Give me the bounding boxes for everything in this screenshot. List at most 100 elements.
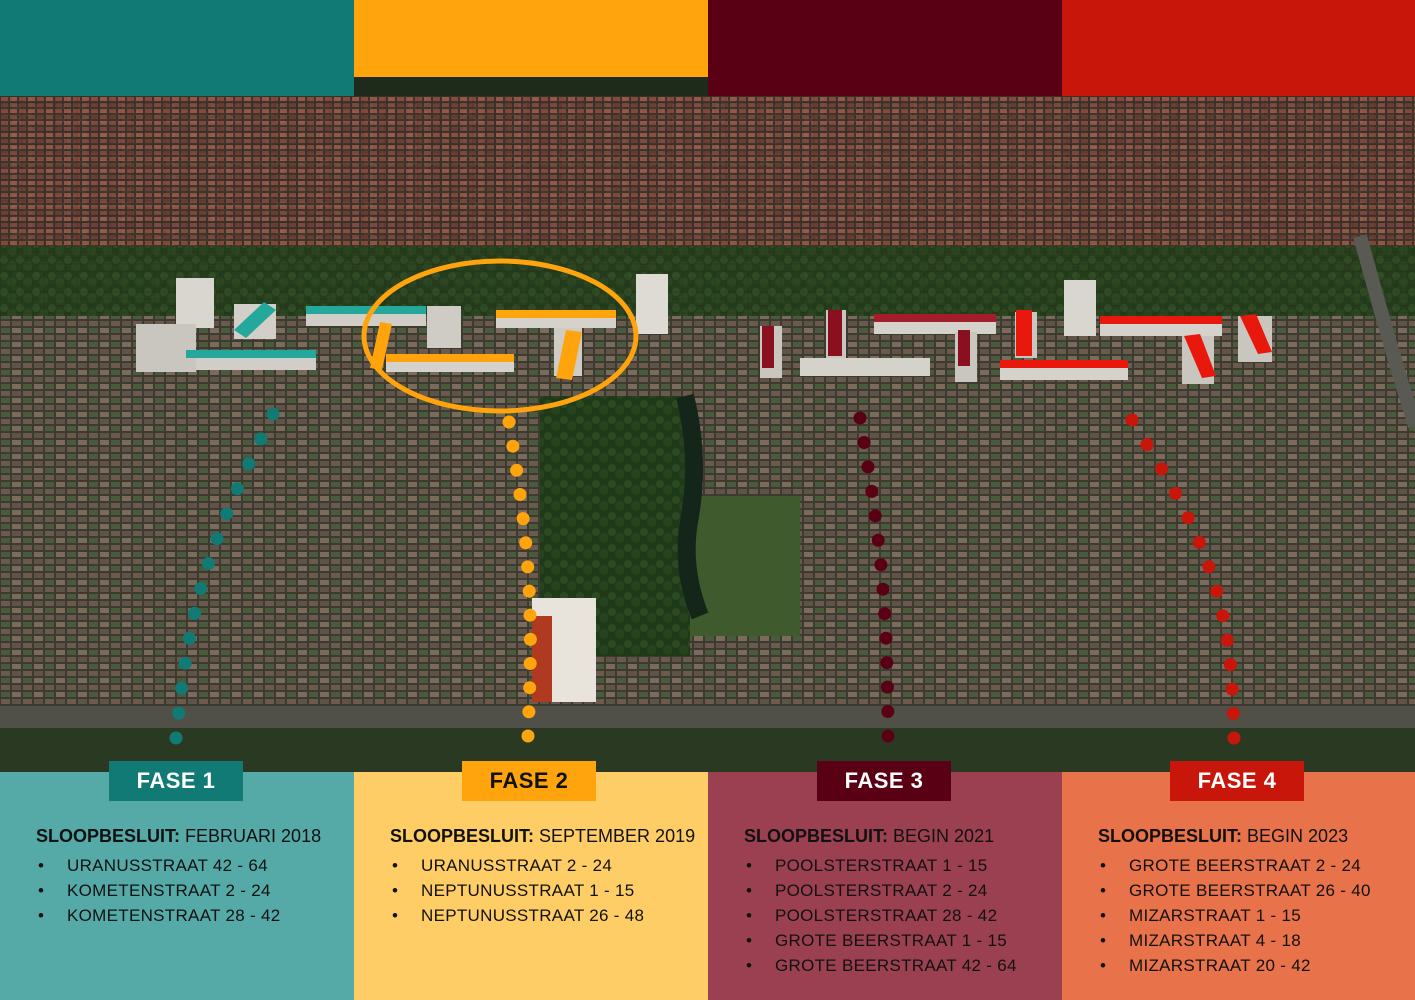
- fase-3-dot: [857, 436, 871, 449]
- aerial-map-svg: [0, 96, 1415, 772]
- fase-1-dot: [254, 432, 268, 446]
- fase-3-dot: [880, 680, 894, 694]
- fase-3-dot: [876, 582, 890, 596]
- list-item: GROTE BEERSTRAAT 1 - 15: [744, 928, 1062, 953]
- fase-2-dot: [513, 488, 527, 501]
- fase-3-dot: [878, 607, 892, 621]
- list-item: MIZARSTRAAT 4 - 18: [1098, 928, 1415, 953]
- fase-4-dot: [1140, 438, 1154, 451]
- fase-4-roof: [1000, 360, 1128, 368]
- fase-1-dot: [169, 731, 183, 745]
- fase-4-dot: [1125, 413, 1139, 427]
- fase-1-dot: [210, 532, 224, 546]
- list-item: GROTE BEERSTRAAT 42 - 64: [744, 953, 1062, 978]
- fase-4-dot: [1216, 609, 1230, 623]
- fase-2-dot: [523, 681, 537, 695]
- fase-4-dot: [1202, 560, 1216, 574]
- fase-3-dot: [880, 656, 894, 670]
- fase-2-panel: SLOOPBESLUIT: SEPTEMBER 2019 URANUSSTRAA…: [354, 772, 708, 1000]
- list-item: NEPTUNUSSTRAAT 1 - 15: [390, 878, 708, 903]
- fase-4-street-list: GROTE BEERSTRAAT 2 - 24 GROTE BEERSTRAAT…: [1098, 853, 1415, 978]
- fase-4-dot: [1210, 584, 1224, 598]
- aerial-photo: [0, 96, 1415, 772]
- fase-4-decision: SLOOPBESLUIT: BEGIN 2023: [1098, 826, 1349, 846]
- fase-1-dot: [194, 582, 208, 595]
- list-item: NEPTUNUSSTRAAT 26 - 48: [390, 903, 708, 928]
- fase-2-dot: [521, 729, 535, 743]
- fase-1-dot: [230, 482, 244, 496]
- list-item: MIZARSTRAAT 1 - 15: [1098, 903, 1415, 928]
- fase-1-dot: [175, 681, 189, 695]
- fase-3-roof: [828, 310, 842, 356]
- fase-1-label: FASE 1: [109, 761, 243, 801]
- fase-4-dot: [1227, 731, 1241, 745]
- fase-2-roof: [556, 330, 582, 380]
- fase-1-street-list: URANUSSTRAAT 42 - 64 KOMETENSTRAAT 2 - 2…: [36, 853, 354, 928]
- fase-3-dot: [874, 558, 888, 572]
- fase-4-color-band: [1062, 0, 1415, 114]
- fase-2-dot: [502, 415, 516, 429]
- fase-2-decision: SLOOPBESLUIT: SEPTEMBER 2019: [390, 826, 696, 846]
- list-item: POOLSTERSTRAAT 2 - 24: [744, 878, 1062, 903]
- fase-4-dot: [1225, 682, 1239, 696]
- fase-2-dot: [522, 705, 536, 719]
- list-item: KOMETENSTRAAT 28 - 42: [36, 903, 354, 928]
- fase-3-dot: [865, 484, 879, 498]
- fase-1-dot: [201, 557, 215, 570]
- fase-2-dot: [523, 632, 537, 646]
- fase-2-dot: [523, 608, 537, 622]
- fase-4-dot: [1192, 535, 1206, 549]
- list-item: MIZARSTRAAT 20 - 42: [1098, 953, 1415, 978]
- fase-4-roof: [1016, 310, 1032, 356]
- fase-1-decision: SLOOPBESLUIT: FEBRUARI 2018: [36, 826, 322, 846]
- fase-4-dot: [1168, 486, 1182, 500]
- fase-3-panel: SLOOPBESLUIT: BEGIN 2021 POOLSTERSTRAAT …: [708, 772, 1062, 1000]
- fase-3-dot: [881, 729, 895, 743]
- fase-1-dot: [172, 706, 186, 720]
- fase-1-roof: [186, 350, 316, 358]
- fase-3-color-band: [708, 0, 1062, 99]
- fase-2-roof: [496, 310, 616, 318]
- fase-4-panel: SLOOPBESLUIT: BEGIN 2023 GROTE BEERSTRAA…: [1062, 772, 1415, 1000]
- fase-3-dot: [881, 705, 895, 718]
- fase-3-dot: [871, 533, 885, 547]
- fase-1-color-band: [0, 0, 354, 96]
- list-item: URANUSSTRAAT 2 - 24: [390, 853, 708, 878]
- list-item: POOLSTERSTRAAT 1 - 15: [744, 853, 1062, 878]
- fase-3-dot: [879, 631, 893, 645]
- fase-1-dot: [266, 407, 280, 421]
- fase-2-dot: [521, 560, 535, 574]
- fase-3-decision: SLOOPBESLUIT: BEGIN 2021: [744, 826, 995, 846]
- fase-1-roof: [306, 306, 426, 314]
- fase-4-dot: [1155, 462, 1169, 476]
- fase-4-roof: [1100, 316, 1222, 324]
- fase-3-roof: [958, 330, 970, 366]
- fase-2-dot: [522, 584, 536, 598]
- fase-2-dot: [519, 536, 533, 550]
- fase-2-street-list: URANUSSTRAAT 2 - 24 NEPTUNUSSTRAAT 1 - 1…: [390, 853, 708, 928]
- fase-2-dot: [510, 463, 524, 477]
- fase-4-dot: [1220, 633, 1234, 647]
- fase-2-roof: [386, 354, 514, 362]
- fase-3-roof: [874, 314, 996, 322]
- fase-2-dot: [516, 512, 530, 526]
- fase-4-dot: [1223, 658, 1237, 672]
- fase-1-dot: [182, 631, 196, 645]
- list-item: POOLSTERSTRAAT 28 - 42: [744, 903, 1062, 928]
- fase-3-dot: [861, 460, 875, 474]
- fase-3-dot: [868, 509, 882, 523]
- fase-2-color-band: [354, 0, 708, 77]
- fase-1-panel: SLOOPBESLUIT: FEBRUARI 2018 URANUSSTRAAT…: [0, 772, 354, 1000]
- fase-3-street-list: POOLSTERSTRAAT 1 - 15 POOLSTERSTRAAT 2 -…: [744, 853, 1062, 978]
- fase-2-dot: [506, 439, 520, 453]
- fase-4-dot: [1226, 707, 1240, 720]
- fase-1-dot: [242, 457, 256, 471]
- fase-1-dot: [188, 606, 202, 620]
- fase-4-dot: [1181, 511, 1195, 525]
- fase-4-roof: [1184, 334, 1216, 378]
- list-item: GROTE BEERSTRAAT 2 - 24: [1098, 853, 1415, 878]
- fase-1-roof: [234, 302, 276, 338]
- fase-3-dot: [853, 411, 867, 425]
- fase-2-label: FASE 2: [462, 761, 596, 801]
- fase-2-roof: [370, 322, 392, 370]
